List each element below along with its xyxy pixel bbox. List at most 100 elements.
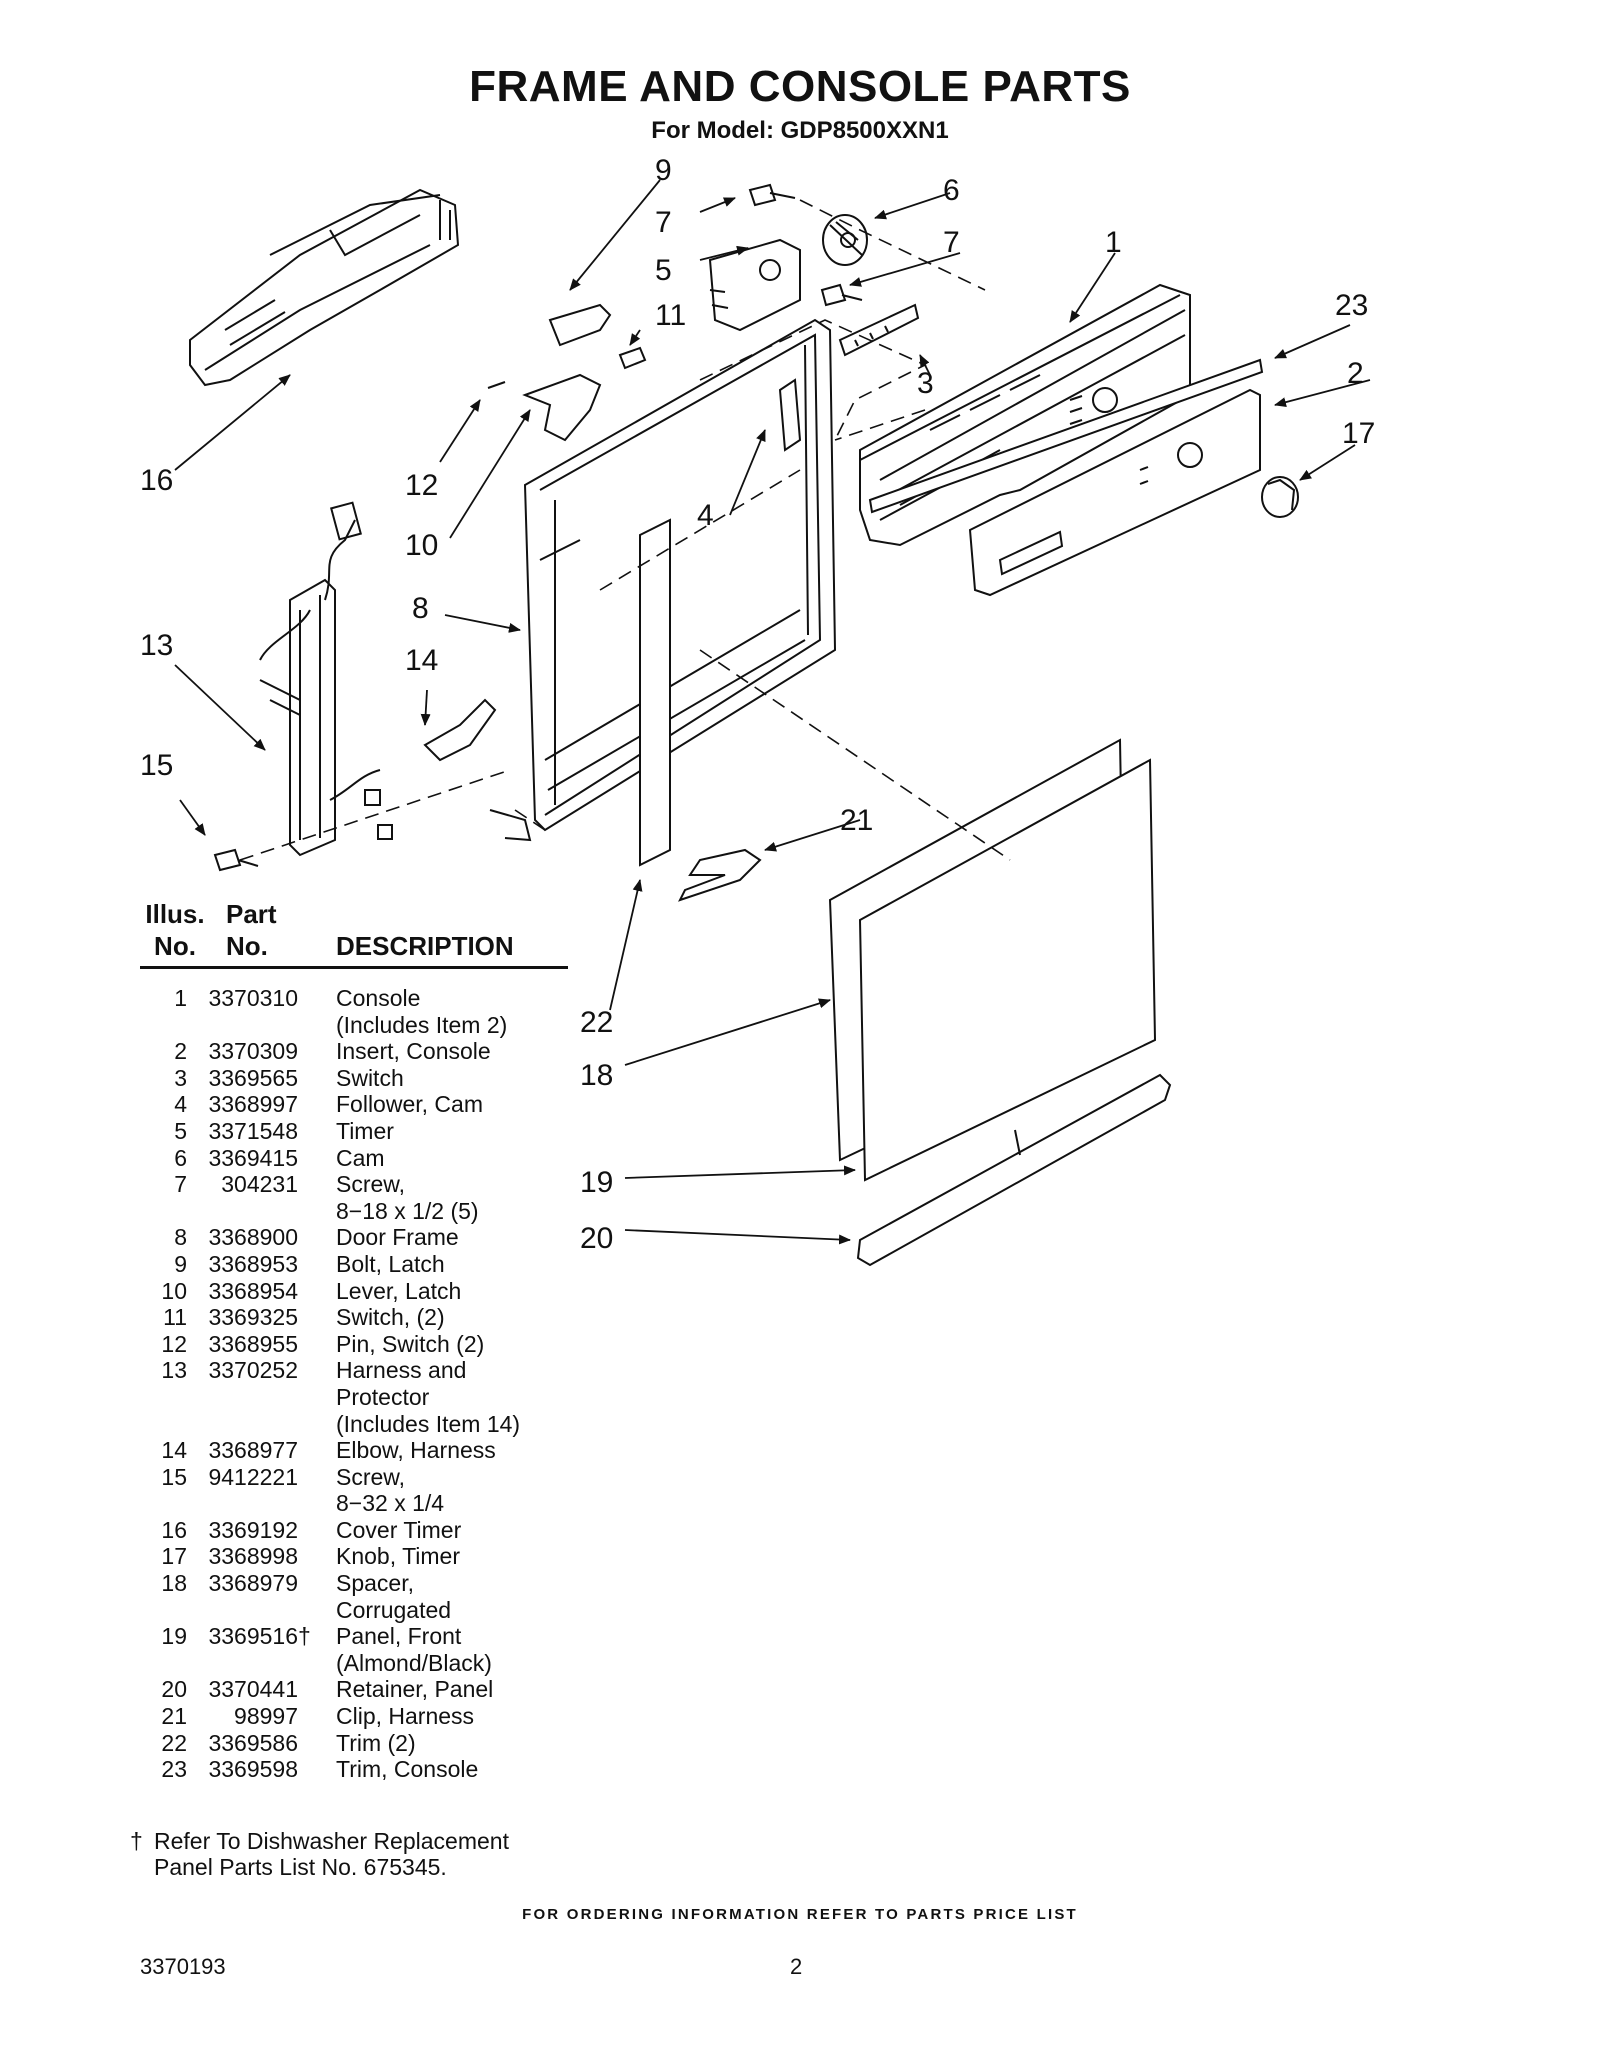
part-description: Elbow, Harness <box>336 1437 496 1464</box>
table-header-rule <box>140 966 568 969</box>
part-number: 3369516 <box>208 1623 298 1650</box>
table-row: 4 3368997 Follower, Cam <box>140 1091 570 1118</box>
footnote-text: Refer To Dishwasher Replacement Panel Pa… <box>154 1828 509 1880</box>
callout-11: 11 <box>655 299 686 332</box>
table-row: 16 3369192 Cover Timer <box>140 1517 570 1544</box>
part-number: 3369598 <box>208 1756 298 1783</box>
part-description: Follower, Cam <box>336 1091 483 1118</box>
table-row: 2 3370309 Insert, Console <box>140 1038 570 1065</box>
model-subtitle: For Model: GDP8500XXN1 <box>651 117 949 144</box>
callout-3: 3 <box>917 367 934 400</box>
harness-clip-part <box>678 848 762 902</box>
latch-bolt-part <box>548 303 612 347</box>
part-number: 3368955 <box>208 1330 298 1357</box>
illus-number: 20 <box>161 1676 187 1703</box>
col-description-header: DESCRIPTION <box>336 931 514 961</box>
illus-number: 11 <box>163 1304 187 1331</box>
illus-number: 7 <box>174 1171 187 1198</box>
screw-part <box>748 183 796 207</box>
part-description: Console (Includes Item 2) <box>336 985 508 1038</box>
callout-18: 18 <box>580 1059 613 1092</box>
panel-retainer-part <box>856 1073 1172 1267</box>
parts-table-body: 1 3370310 Console (Includes Item 2) 2 337030… <box>140 985 570 1783</box>
callout-7b: 7 <box>943 226 960 259</box>
illus-number: 5 <box>174 1117 187 1144</box>
illus-number: 16 <box>161 1516 187 1543</box>
part-number: 3370309 <box>208 1038 298 1065</box>
part-description: Cam <box>336 1144 385 1171</box>
timer-knob-part <box>1261 476 1299 518</box>
callout-10: 10 <box>405 529 438 562</box>
callout-1: 1 <box>1105 226 1122 259</box>
illus-number: 10 <box>161 1277 187 1304</box>
illus-number: 1 <box>174 985 187 1011</box>
part-number: 3370310 <box>208 985 298 1011</box>
table-row: 21 98997 Clip, Harness <box>140 1703 570 1730</box>
part-number: 3368977 <box>208 1437 298 1464</box>
timer-part <box>708 238 801 332</box>
part-description: Door Frame <box>336 1224 459 1251</box>
illus-number: 3 <box>174 1064 187 1091</box>
part-description: Panel, Front (Almond/Black) <box>336 1623 492 1676</box>
illus-number: 9 <box>174 1250 187 1277</box>
screw-part <box>820 283 863 307</box>
console-insert-part <box>968 388 1261 597</box>
dagger-mark: † <box>298 1623 311 1650</box>
cam-part <box>822 214 868 266</box>
part-number: 3369192 <box>208 1516 298 1543</box>
document-number: 3370193 <box>140 1954 226 1979</box>
part-number: 3369415 <box>208 1144 298 1171</box>
part-number: 3370441 <box>208 1676 298 1703</box>
table-row: 6 3369415 Cam <box>140 1145 570 1172</box>
part-description: Harness and Protector (Includes Item 14) <box>336 1357 521 1437</box>
part-description: Knob, Timer <box>336 1543 460 1570</box>
part-description: Timer <box>336 1117 394 1144</box>
part-number: 304231 <box>221 1171 298 1198</box>
callout-17: 17 <box>1342 417 1375 450</box>
part-number: 3368979 <box>208 1570 298 1597</box>
part-description: Screw, 8−18 x 1/2 (5) <box>336 1171 479 1224</box>
illus-number: 2 <box>174 1038 187 1065</box>
console-trim-part <box>868 358 1264 514</box>
illus-number: 4 <box>174 1091 187 1118</box>
part-description: Trim, Console <box>336 1756 479 1783</box>
part-description: Pin, Switch (2) <box>336 1330 485 1357</box>
illus-number: 8 <box>174 1224 187 1251</box>
part-number: 3370252 <box>208 1357 298 1384</box>
switch-pin-part <box>487 381 506 389</box>
part-number: 3368997 <box>208 1091 298 1118</box>
illus-number: 15 <box>161 1463 187 1490</box>
callout-8: 8 <box>412 592 429 625</box>
trim-strip-part <box>639 518 671 867</box>
part-description: Trim (2) <box>336 1729 416 1756</box>
illus-number: 21 <box>161 1703 187 1730</box>
callout-13: 13 <box>140 629 173 662</box>
dagger-mark: † <box>130 1828 143 1854</box>
front-panel-part <box>828 738 1157 1182</box>
harness-elbow-part <box>423 698 497 762</box>
part-description: Insert, Console <box>336 1038 491 1065</box>
callout-4: 4 <box>697 499 714 532</box>
page-title: FRAME AND CONSOLE PARTS <box>469 62 1131 111</box>
part-description: Clip, Harness <box>336 1703 475 1730</box>
part-number: 98997 <box>234 1703 298 1730</box>
latch-lever-part <box>522 373 602 442</box>
part-description: Cover Timer <box>336 1516 462 1543</box>
callout-7: 7 <box>655 206 672 239</box>
part-number: 3369586 <box>208 1729 298 1756</box>
illus-number: 6 <box>174 1144 187 1171</box>
callout-12: 12 <box>405 469 438 502</box>
callout-14: 14 <box>405 644 438 677</box>
harness-part <box>259 501 393 857</box>
